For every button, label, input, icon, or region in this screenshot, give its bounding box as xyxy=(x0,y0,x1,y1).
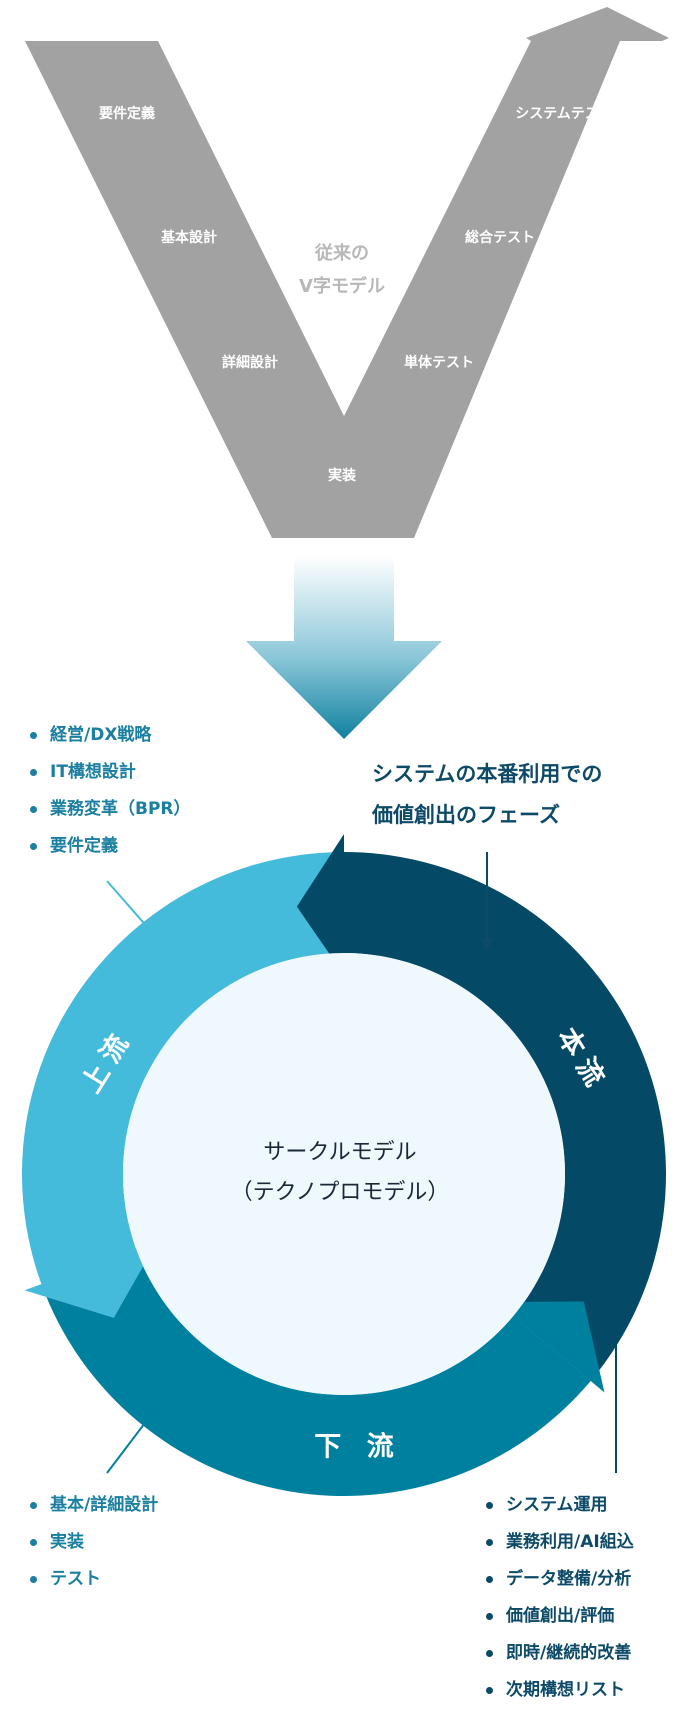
phase-note-arrow-head xyxy=(480,938,494,951)
v-phase-system-test: システムテスト xyxy=(515,106,613,122)
list-item: 業務変革（BPR） xyxy=(30,791,191,828)
v-model-title-line1: 従来の xyxy=(315,243,369,264)
phase-note: システムの本番利用での 価値創出のフェーズ xyxy=(372,754,602,836)
downstream-segment xyxy=(41,1249,591,1496)
circle-model-title-line2: （テクノプロモデル） xyxy=(230,1180,450,1205)
list-item: 即時/継続的改善 xyxy=(486,1635,634,1672)
v-phase-implementation: 実装 xyxy=(328,468,356,484)
v-phase-detail-design: 詳細設計 xyxy=(222,355,278,371)
mainstream-arrowhead xyxy=(296,834,344,975)
list-item: 次期構想リスト xyxy=(486,1672,634,1709)
list-item: 価値創出/評価 xyxy=(486,1598,634,1635)
list-item: テスト xyxy=(30,1561,158,1598)
downstream-arrowhead xyxy=(496,1301,605,1393)
list-item: システム運用 xyxy=(486,1487,634,1524)
downstream-label: 下 流 xyxy=(314,1431,402,1463)
downstream-list: 基本/詳細設計 実装 テスト xyxy=(30,1487,158,1598)
list-item: データ整備/分析 xyxy=(486,1561,634,1598)
mainstream-segment xyxy=(344,852,667,1381)
upstream-list: 経営/DX戦略 IT構想設計 業務変革（BPR） 要件定義 xyxy=(30,717,191,865)
list-item: IT構想設計 xyxy=(30,754,191,791)
upstream-segment xyxy=(21,852,344,1285)
circle-ring xyxy=(21,834,667,1496)
circle-inner xyxy=(123,953,565,1395)
upstream-leader-line xyxy=(106,880,179,963)
list-item: 実装 xyxy=(30,1524,158,1561)
phase-note-line2: 価値創出のフェーズ xyxy=(372,803,560,827)
v-model-title-line2: V字モデル xyxy=(299,276,385,297)
circle-model-title: サークルモデル （テクノプロモデル） xyxy=(231,1133,450,1213)
v-phase-integration-test: 総合テスト xyxy=(465,230,535,246)
circle-model-title-line1: サークルモデル xyxy=(263,1140,417,1165)
v-model-shape xyxy=(25,7,669,538)
v-model-title: 従来の V字モデル xyxy=(299,237,385,303)
list-item: 要件定義 xyxy=(30,828,191,865)
v-phase-unit-test: 単体テスト xyxy=(404,355,474,371)
transition-arrow-down xyxy=(246,556,442,739)
downstream-leader-line xyxy=(106,1385,174,1474)
mainstream-list: システム運用 業務利用/AI組込 データ整備/分析 価値創出/評価 即時/継続的… xyxy=(486,1487,634,1709)
phase-note-line1: システムの本番利用での xyxy=(372,762,603,786)
v-phase-basic-design: 基本設計 xyxy=(161,230,217,246)
upstream-arrowhead xyxy=(24,1242,158,1318)
v-phase-requirements: 要件定義 xyxy=(99,106,155,122)
list-item: 基本/詳細設計 xyxy=(30,1487,158,1524)
list-item: 業務利用/AI組込 xyxy=(486,1524,634,1561)
list-item: 経営/DX戦略 xyxy=(30,717,191,754)
